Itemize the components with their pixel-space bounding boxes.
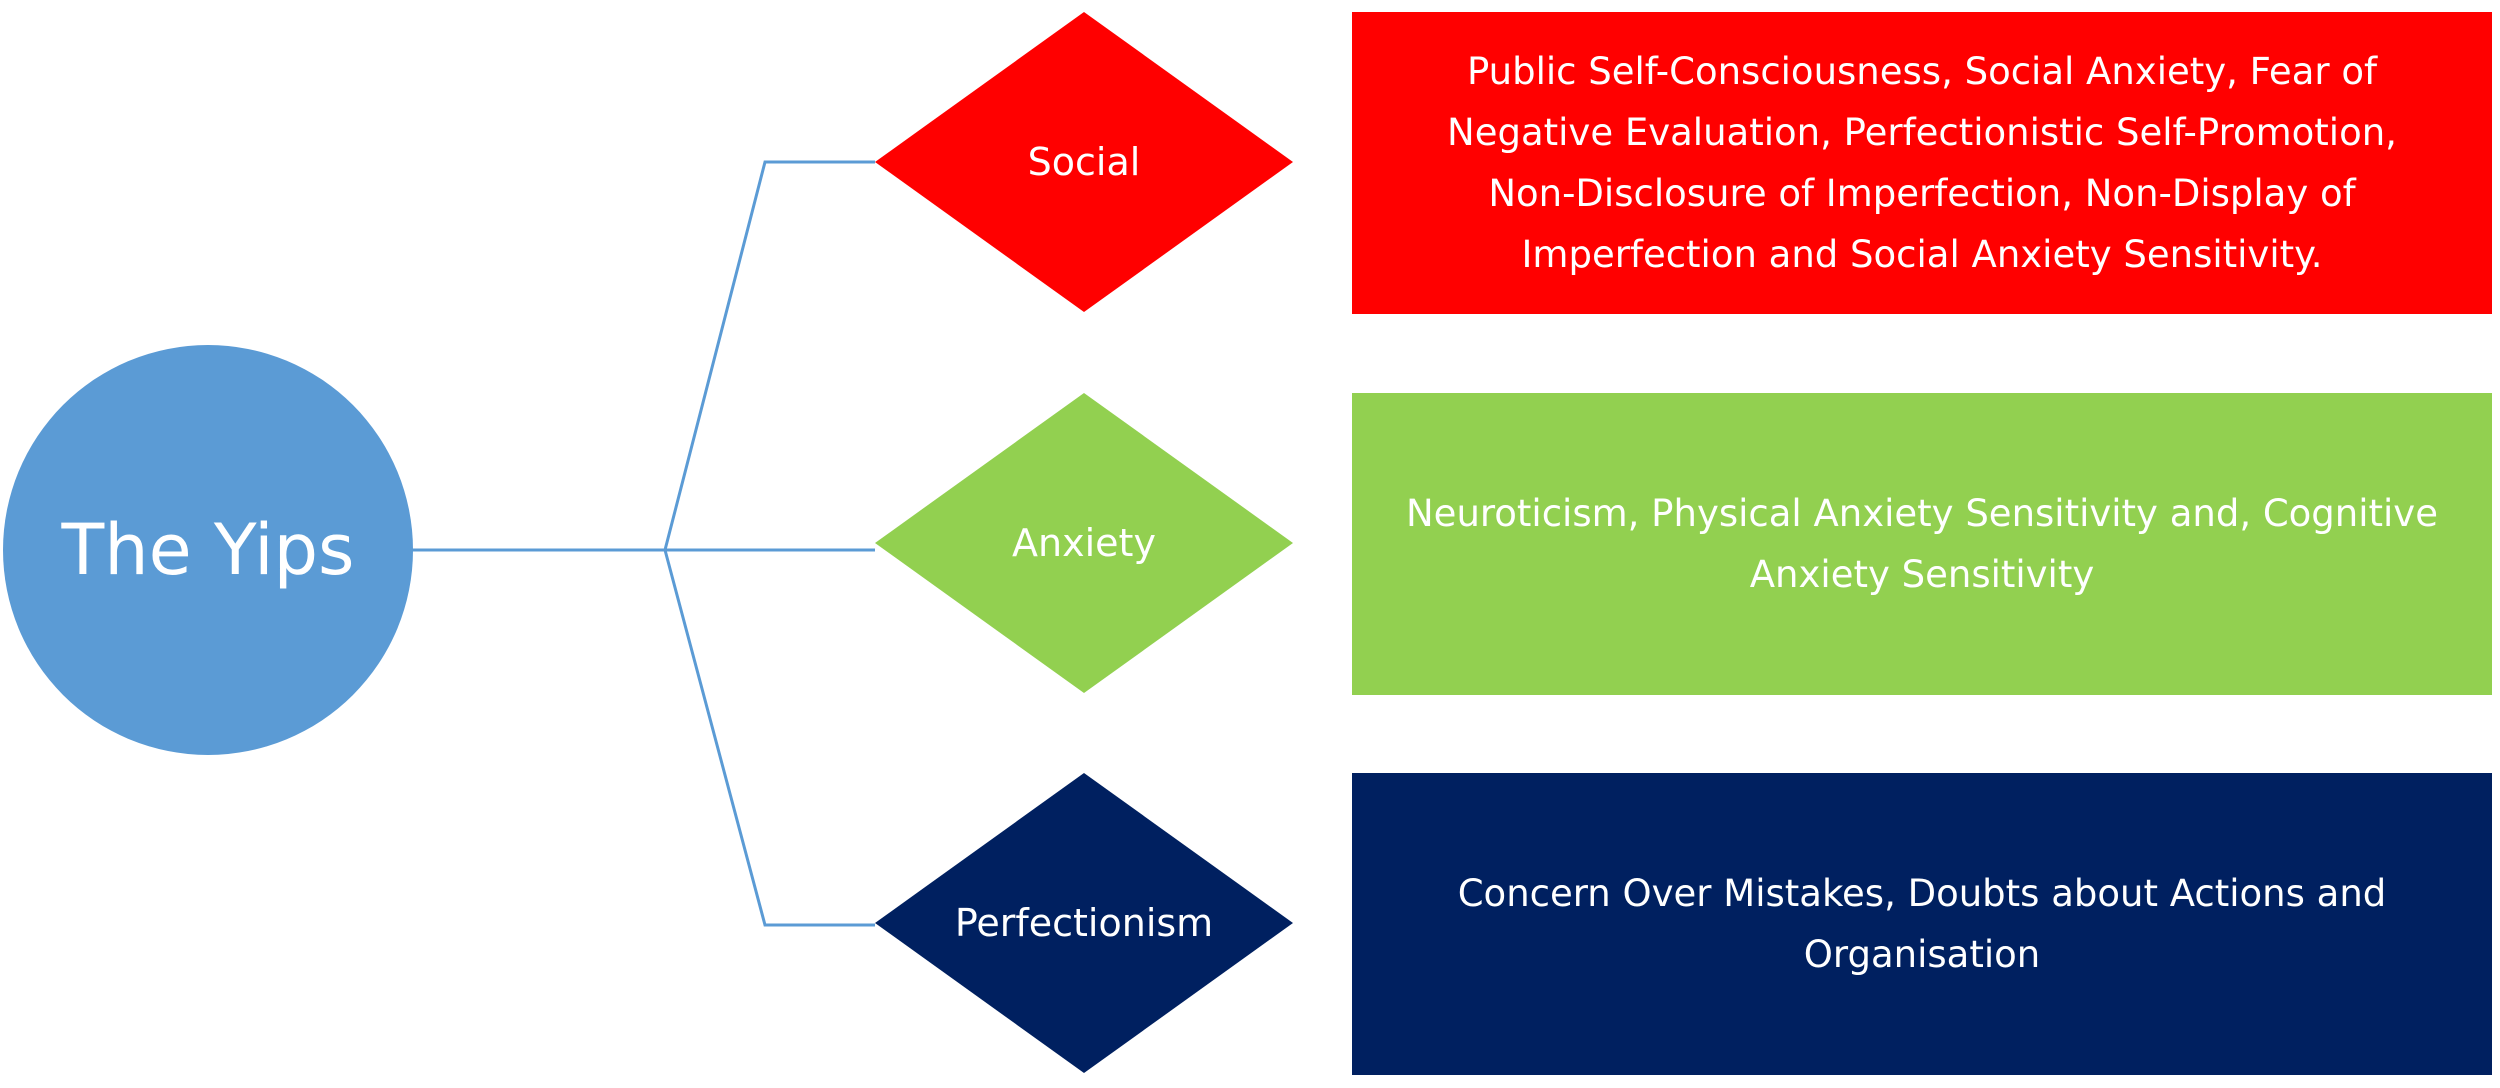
diamond-perfectionism	[875, 773, 1293, 1073]
description-text-social: Public Self-Consciousness, Social Anxiet…	[1447, 50, 2397, 276]
diamond-anxiety	[875, 393, 1293, 693]
description-text-perfectionism: Concern Over Mistakes, Doubts about Acti…	[1457, 872, 2387, 976]
diamond-label-anxiety: Anxiety	[1012, 521, 1156, 565]
description-text-anxiety: Neuroticism, Physical Anxiety Sensitivit…	[1406, 492, 2438, 596]
diamond-label-social: Social	[1028, 140, 1141, 184]
connector-social	[663, 160, 875, 551]
center-label: The Yips	[60, 509, 354, 591]
connector-lines	[412, 160, 875, 927]
connector-perfectionism	[663, 549, 875, 927]
center-circle	[3, 345, 413, 755]
description-box-social: Public Self-Consciousness, Social Anxiet…	[1352, 12, 2492, 314]
description-box-perfectionism: Concern Over Mistakes, Doubts about Acti…	[1352, 773, 2492, 1075]
description-box-anxiety: Neuroticism, Physical Anxiety Sensitivit…	[1352, 393, 2492, 695]
diamond-social	[875, 12, 1293, 312]
diamond-label-perfectionism: Perfectionism	[955, 901, 1213, 945]
